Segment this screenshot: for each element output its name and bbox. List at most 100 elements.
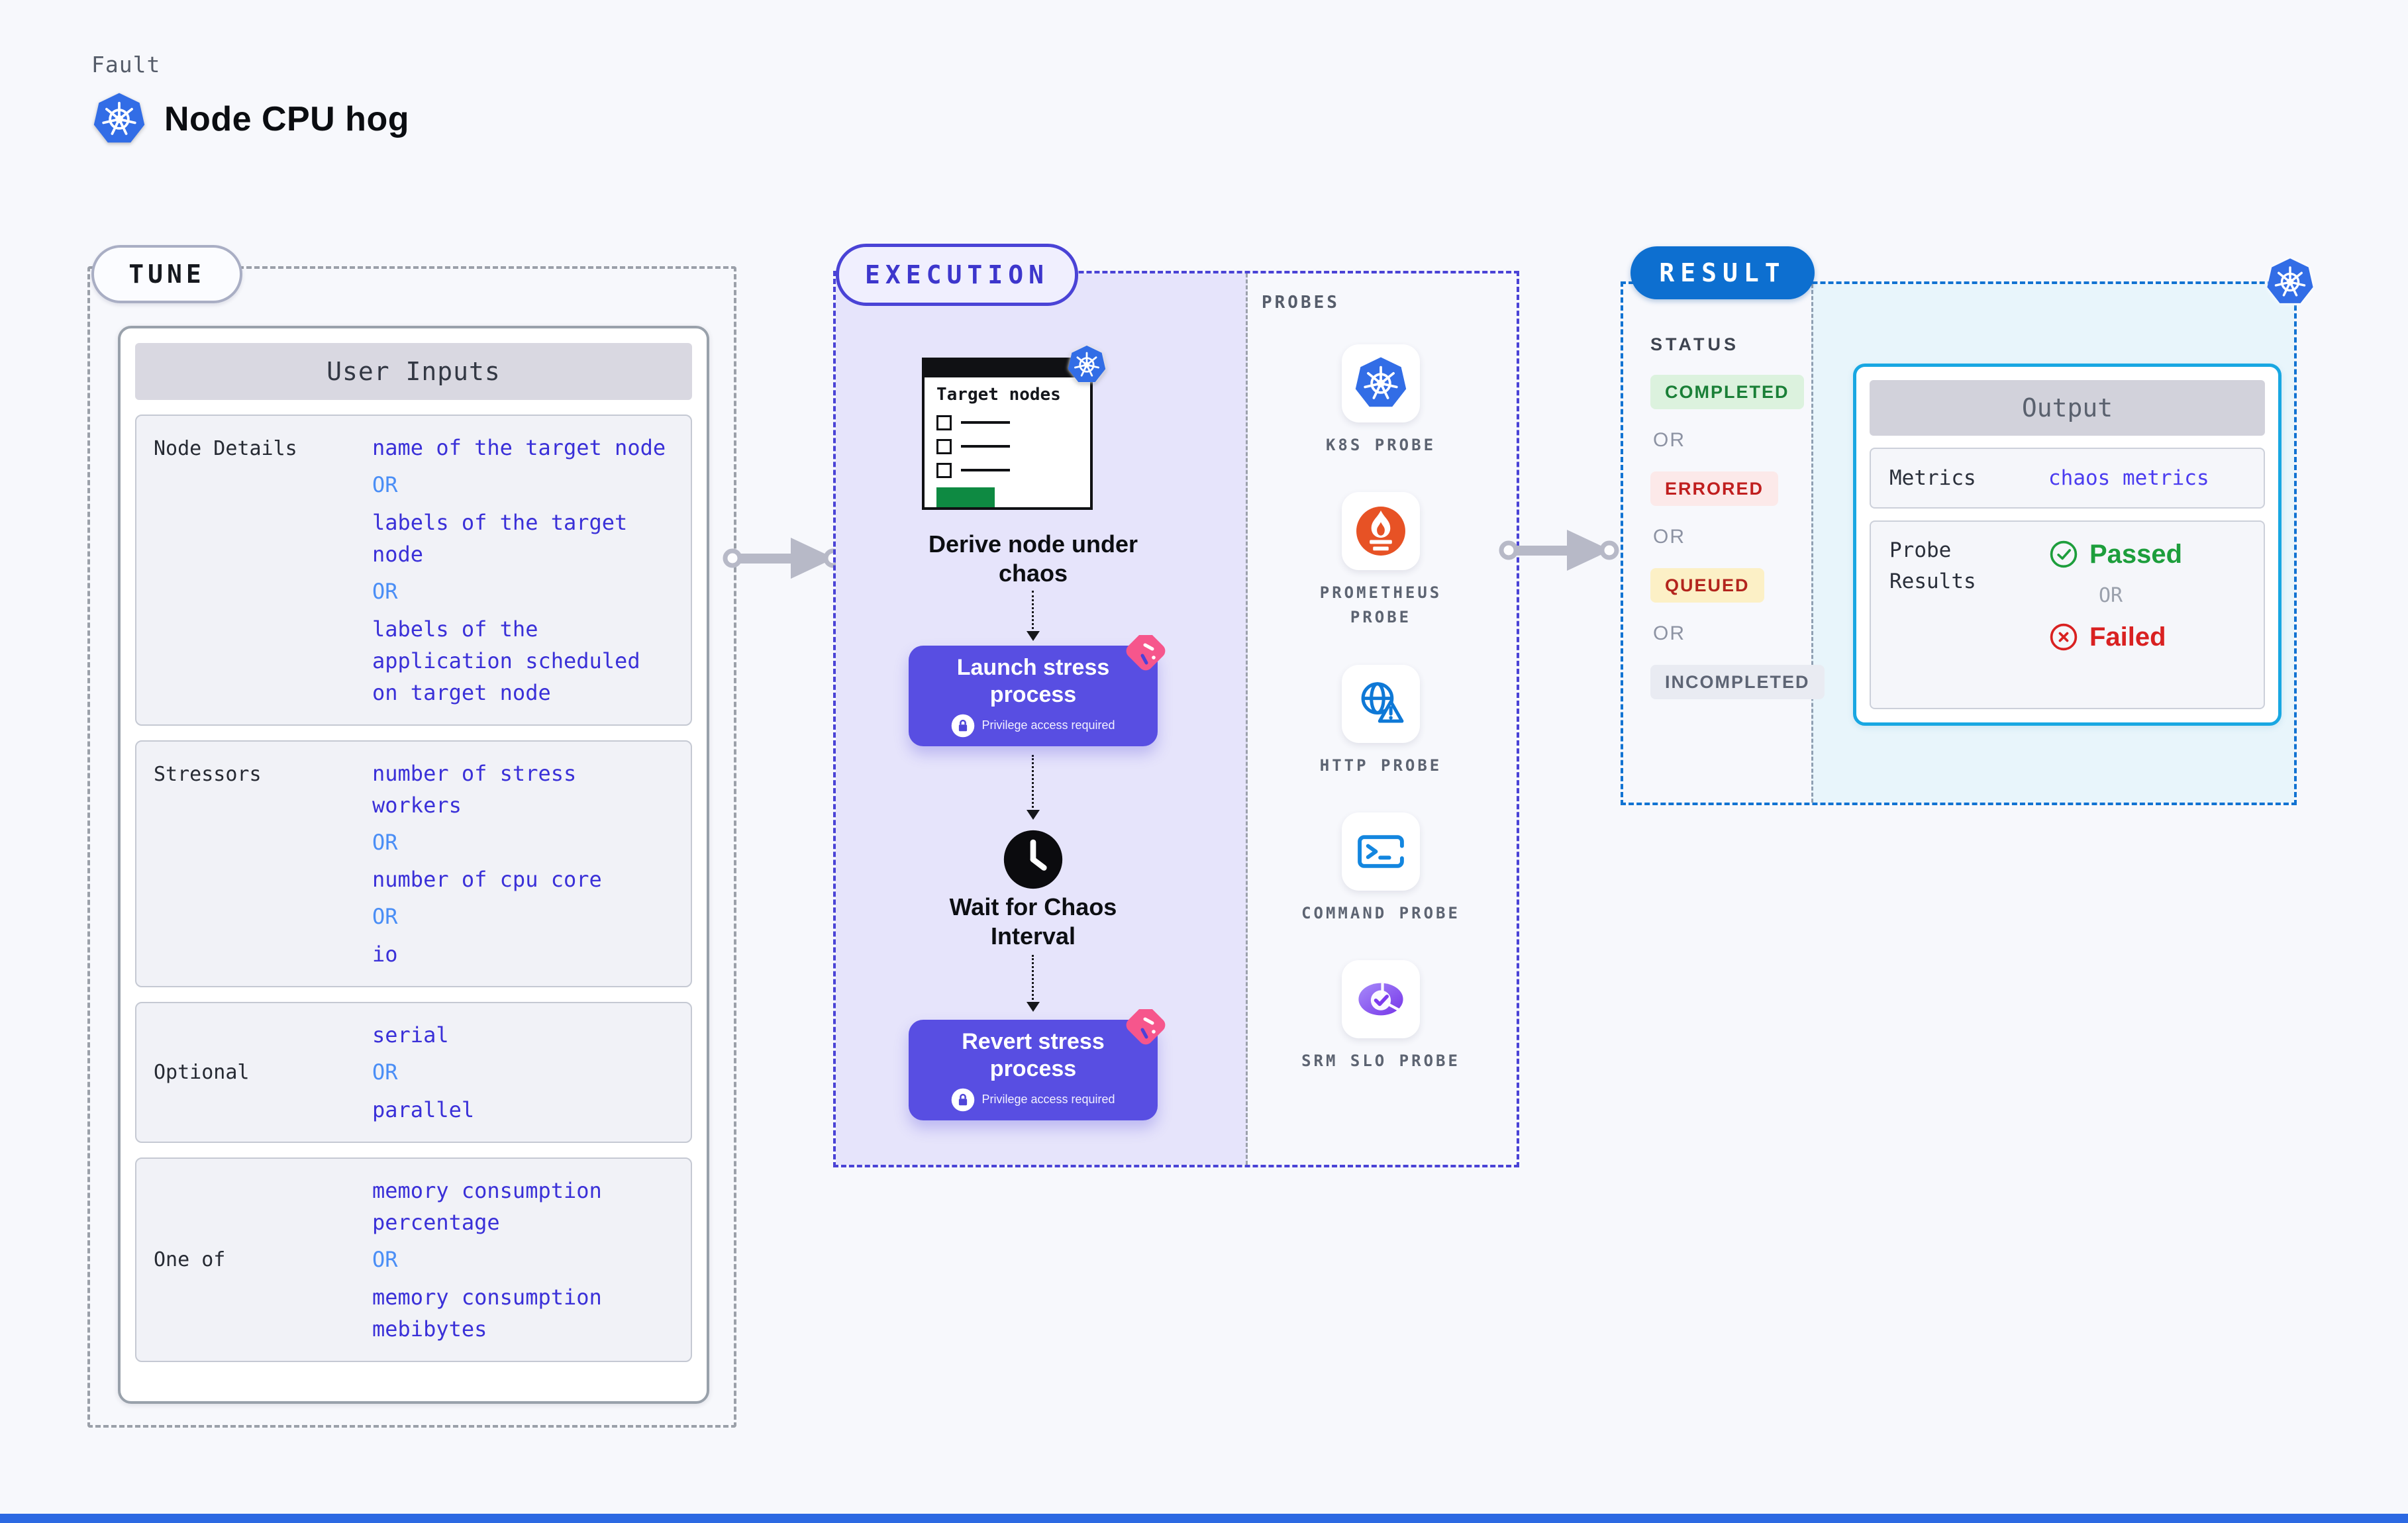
probe-card xyxy=(1342,344,1420,422)
node-list-item xyxy=(936,415,1090,430)
input-value: io xyxy=(372,942,398,967)
probe-label: HTTP PROBE xyxy=(1319,756,1442,775)
node-line xyxy=(961,445,1010,448)
metrics-value: chaos metrics xyxy=(2048,466,2209,490)
passed-result: Passed xyxy=(2048,539,2182,569)
green-button-shape xyxy=(936,487,995,507)
node-line xyxy=(961,421,1010,424)
target-nodes-title: Target nodes xyxy=(936,385,1061,405)
probe-card xyxy=(1342,492,1420,571)
flow-connector-arrow xyxy=(1027,955,1040,1012)
probe-item: SRM SLO PROBE xyxy=(1295,959,1467,1073)
status-badge: COMPLETED xyxy=(1650,375,1804,409)
bottom-accent-bar xyxy=(0,1514,2408,1523)
probe-card xyxy=(1342,959,1420,1038)
or-label: OR xyxy=(1653,622,1685,644)
or-label: OR xyxy=(372,904,398,930)
terminal-icon xyxy=(1353,824,1409,879)
clock-icon xyxy=(1001,828,1065,891)
probe-label: PROMETHEUS PROBE xyxy=(1319,583,1442,627)
ribbon-icon xyxy=(1125,635,1167,677)
or-label: OR xyxy=(372,1246,398,1272)
privilege-access-note: Privilege access required xyxy=(981,718,1115,732)
probe-item: K8S PROBE xyxy=(1295,344,1467,458)
revert-button-label: Revert stress process xyxy=(962,1029,1105,1081)
page-title: Node CPU hog xyxy=(164,100,409,138)
or-label: OR xyxy=(2099,584,2123,607)
execution-badge: EXECUTION xyxy=(836,244,1078,306)
failed-result: Failed xyxy=(2048,622,2182,652)
status-badge: ERRORED xyxy=(1650,471,1779,506)
input-value: labels of the target node xyxy=(372,509,628,567)
input-value: number of stress workers xyxy=(372,760,577,818)
input-value: name of the target node xyxy=(372,435,666,460)
kubernetes-icon xyxy=(1066,344,1107,385)
probe-results-row: Probe Results Passed OR Failed xyxy=(1870,520,2265,709)
target-card-topbar xyxy=(925,360,1090,377)
output-card: Output Metrics chaos metrics Probe Resul… xyxy=(1853,364,2282,726)
kubernetes-icon xyxy=(1353,356,1409,411)
row-label: Stressors xyxy=(154,762,262,786)
prometheus-icon xyxy=(1353,503,1409,559)
checkbox-icon xyxy=(936,462,952,478)
probe-results-label: Probe Results xyxy=(1889,538,1976,593)
input-value: number of cpu core xyxy=(372,867,602,893)
row-label: One of xyxy=(154,1248,226,1271)
metrics-label: Metrics xyxy=(1889,466,1976,490)
probes-list: K8S PROBE PROMETHEUS PROBE HTTP PROBE COMMA… xyxy=(1295,344,1467,1073)
flow-connector-arrow xyxy=(1027,591,1040,641)
target-nodes-card: Target nodes xyxy=(922,358,1093,510)
node-line xyxy=(961,469,1010,472)
revert-stress-process-button[interactable]: Revert stress process Privilege access r… xyxy=(909,1020,1158,1120)
row-label: Optional xyxy=(154,1061,250,1085)
tune-section-frame xyxy=(87,266,736,1428)
http-globe-warning-icon xyxy=(1353,676,1409,732)
probes-heading: PROBES xyxy=(1262,293,1340,313)
derive-node-label: Derive node under chaos xyxy=(928,530,1138,587)
row-label: Node Details xyxy=(154,437,297,460)
or-label: OR xyxy=(372,472,398,497)
probe-label: COMMAND PROBE xyxy=(1301,903,1460,922)
or-label: OR xyxy=(1653,429,1685,451)
launch-stress-process-button[interactable]: Launch stress process Privilege access r… xyxy=(909,646,1158,746)
input-value: memory consumption mebibytes xyxy=(372,1284,602,1342)
passed-label: Passed xyxy=(2089,539,2183,569)
wait-for-chaos-label: Wait for Chaos Interval xyxy=(949,893,1117,950)
execution-to-result-arrow xyxy=(1498,522,1621,579)
page-header: Node CPU hog xyxy=(91,91,409,147)
or-label: OR xyxy=(372,829,398,855)
status-badge: INCOMPLETED xyxy=(1650,665,1825,699)
probe-item: PROMETHEUS PROBE xyxy=(1295,492,1467,630)
metrics-row: Metrics chaos metrics xyxy=(1870,448,2265,509)
input-value: memory consumption percentage xyxy=(372,1177,602,1235)
probe-card xyxy=(1342,812,1420,891)
failed-label: Failed xyxy=(2089,622,2166,652)
result-badge: RESULT xyxy=(1630,246,1815,299)
checkbox-icon xyxy=(936,438,952,454)
kubernetes-icon xyxy=(91,91,147,147)
status-badge: QUEUED xyxy=(1650,568,1764,603)
tune-to-execution-arrow xyxy=(722,530,844,587)
node-list-item xyxy=(936,462,1090,478)
output-title: Output xyxy=(1870,380,2265,436)
check-circle-icon xyxy=(2048,539,2079,569)
fault-kicker: Fault xyxy=(91,52,161,77)
flow-connector-arrow xyxy=(1027,755,1040,820)
slo-donut-check-icon xyxy=(1353,971,1409,1027)
or-label: OR xyxy=(372,578,398,604)
probe-item: COMMAND PROBE xyxy=(1295,812,1467,926)
probe-label: SRM SLO PROBE xyxy=(1301,1051,1460,1070)
lock-icon xyxy=(951,1088,975,1112)
status-heading: STATUS xyxy=(1650,334,1739,354)
tune-badge: TUNE xyxy=(91,245,242,303)
